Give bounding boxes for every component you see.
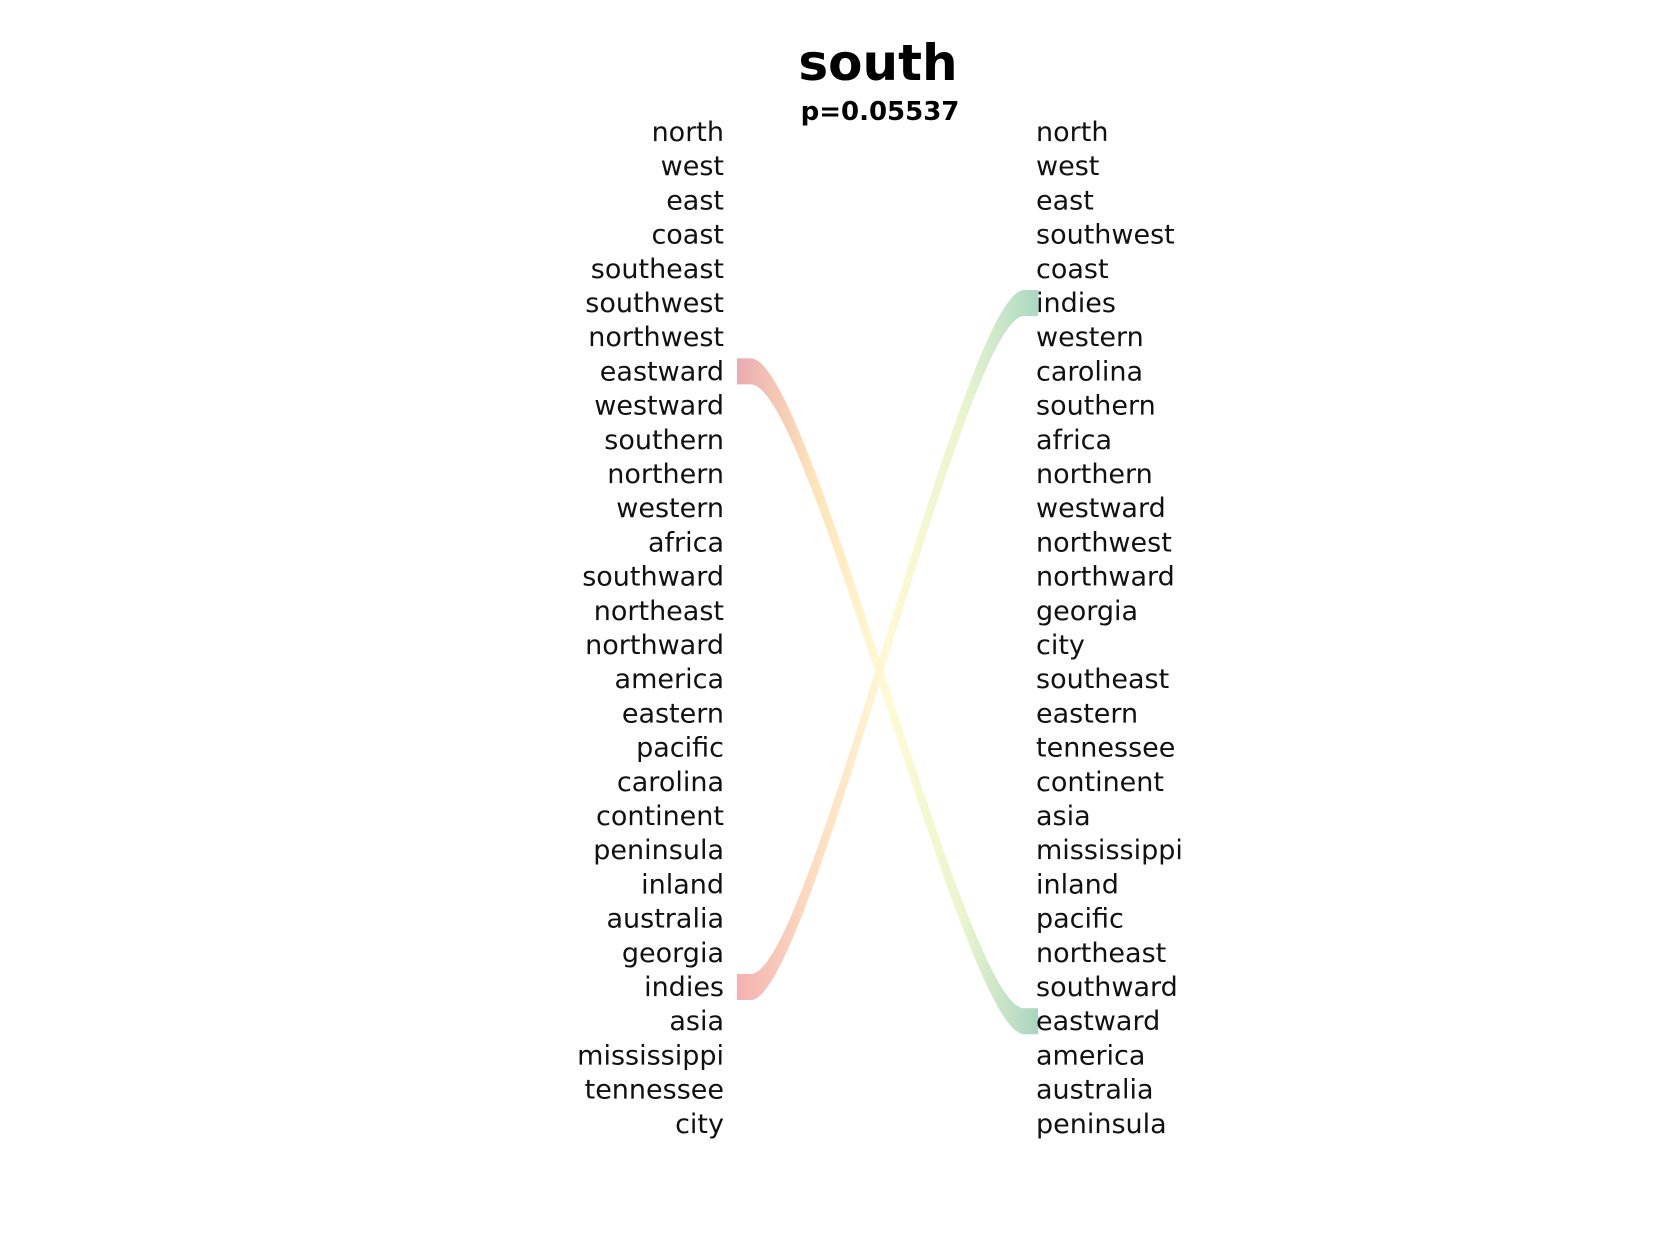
left-word: coast [651,220,724,251]
right-word: pacific [1036,904,1124,935]
left-word: africa [648,527,724,558]
left-word: asia [669,1006,724,1037]
right-word: northern [1036,459,1153,490]
left-word: southern [604,425,724,456]
left-word: southwest [585,288,724,319]
left-word: eastward [600,356,724,387]
left-word: east [666,185,724,216]
left-word: northern [607,459,724,490]
left-word: city [675,1109,724,1140]
right-word: westward [1036,493,1166,524]
right-word: asia [1036,801,1091,832]
right-word: indies [1036,288,1116,319]
left-word: inland [641,869,724,900]
right-word: northwest [1036,527,1172,558]
right-word: america [1036,1040,1145,1071]
left-word: peninsula [593,835,724,866]
right-word: southwest [1036,220,1175,251]
left-word: northwest [588,322,724,353]
chart-subtitle: p=0.05537 [801,97,960,127]
left-word: west [661,151,724,182]
right-word: mississippi [1036,835,1183,866]
left-word: tennessee [585,1075,724,1106]
right-word: north [1036,117,1108,148]
left-word: westward [594,391,724,422]
right-word: northward [1036,562,1175,593]
left-word: southward [582,562,724,593]
left-word-list: northwesteastcoastsoutheastsouthwestnort… [577,117,724,1140]
right-word: eastward [1036,1006,1160,1037]
right-word: coast [1036,254,1109,285]
left-word: america [615,664,724,695]
left-word: pacific [636,733,724,764]
right-word: continent [1036,767,1164,798]
right-word: inland [1036,869,1119,900]
link-indies [737,290,1038,1000]
left-word: carolina [617,767,724,798]
link-ribbons [737,290,1038,1035]
right-word: southeast [1036,664,1169,695]
left-word: northeast [594,596,724,627]
right-word: southward [1036,972,1178,1003]
right-word: eastern [1036,698,1138,729]
right-word: georgia [1036,596,1138,627]
right-word: southern [1036,391,1156,422]
left-word: continent [596,801,724,832]
right-word: western [1036,322,1144,353]
right-word-list: northwesteastsouthwestcoastindieswestern… [1036,117,1183,1140]
right-word: west [1036,151,1099,182]
chart-title: south [798,34,957,92]
left-word: north [652,117,724,148]
left-word: georgia [622,938,724,969]
left-word: eastern [622,698,724,729]
right-word: africa [1036,425,1112,456]
right-word: carolina [1036,356,1143,387]
left-word: southeast [591,254,724,285]
left-word: western [616,493,724,524]
right-word: australia [1036,1075,1154,1106]
left-word: australia [606,904,724,935]
right-word: city [1036,630,1085,661]
right-word: east [1036,185,1094,216]
right-word: peninsula [1036,1109,1167,1140]
left-word: mississippi [577,1040,724,1071]
left-word: indies [644,972,724,1003]
link-eastward [737,358,1038,1035]
left-word: northward [585,630,724,661]
right-word: tennessee [1036,733,1175,764]
right-word: northeast [1036,938,1166,969]
